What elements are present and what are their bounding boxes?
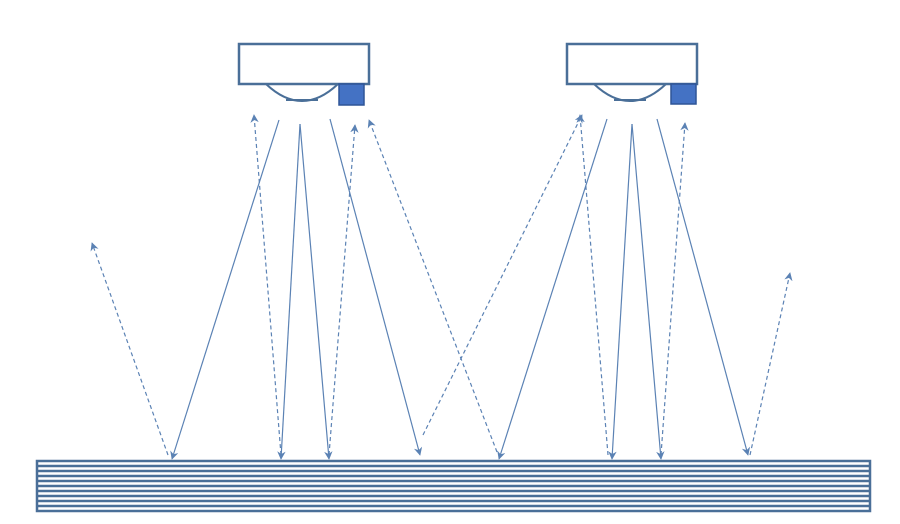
sensor-right (670, 83, 697, 105)
incident-ray (299, 123, 333, 460)
incident-ray (608, 123, 633, 460)
reflected-ray (749, 272, 793, 456)
reflected-ray (367, 119, 498, 453)
reflected-ray (660, 122, 689, 456)
incident-ray (497, 118, 608, 460)
lens-left (265, 83, 339, 102)
striped-surface (35, 459, 872, 513)
reflected-ray (576, 114, 609, 456)
reflected-ray (422, 114, 583, 436)
incident-ray (277, 123, 301, 460)
reflected-ray (250, 114, 282, 456)
reflected-rays (90, 114, 793, 456)
incident-ray (656, 118, 751, 456)
incident-ray (329, 118, 423, 456)
reflected-ray (328, 124, 359, 456)
light-unit-right (565, 42, 699, 105)
lens-right (593, 83, 667, 102)
housing-right (565, 42, 699, 86)
sensor-left (338, 83, 365, 106)
surface-stripes (37, 464, 870, 508)
incident-ray (631, 123, 665, 460)
incident-ray (170, 119, 280, 460)
light-unit-left (237, 42, 371, 106)
reflected-ray (90, 242, 169, 456)
incident-rays (170, 118, 751, 460)
housing-left (237, 42, 371, 86)
